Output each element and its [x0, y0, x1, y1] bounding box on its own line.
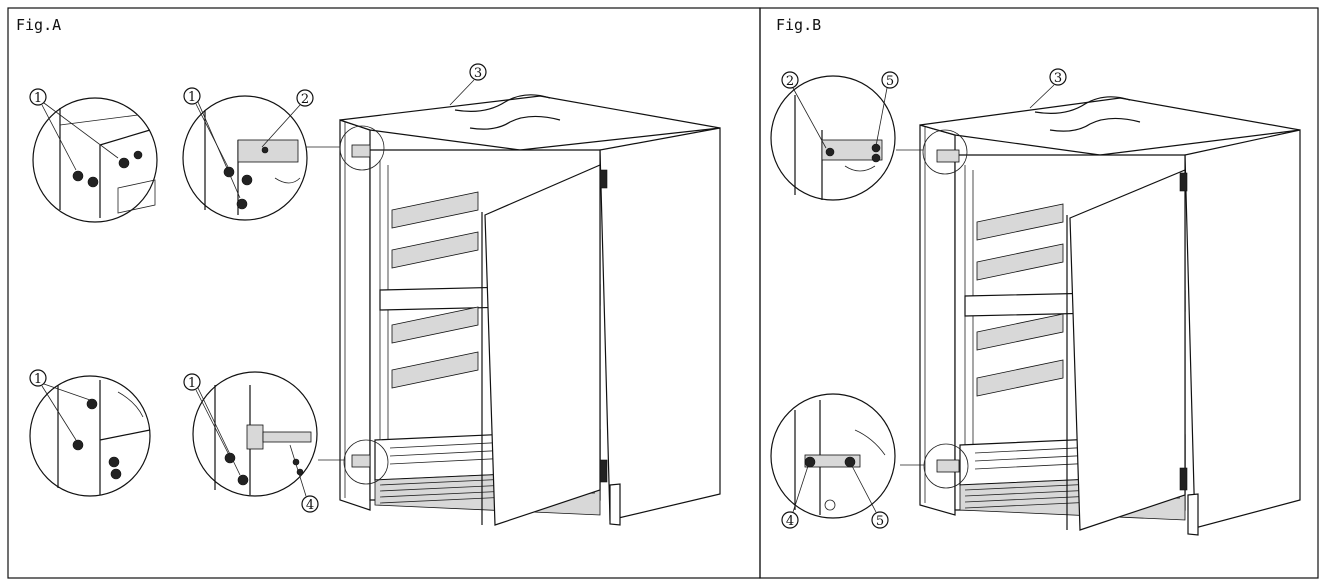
callout-a-1-bot-mid: 1 [188, 376, 196, 391]
callout-a-1-top-left: 1 [34, 91, 42, 106]
fig-a-callouts: 1 1 2 3 1 1 4 [29, 63, 487, 513]
callout-a-1-bot-left: 1 [34, 372, 42, 387]
callout-b-5-bot: 5 [876, 514, 884, 529]
panel-b-frame [759, 7, 1319, 579]
fig-b-detail-top [770, 75, 896, 201]
callout-a-2: 2 [301, 92, 309, 107]
callout-b-4: 4 [786, 514, 794, 529]
callout-a-3: 3 [474, 66, 482, 81]
callout-b-2: 2 [786, 74, 794, 89]
panel-a-label: Fig.A [16, 16, 61, 34]
panel-b-label: Fig.B [776, 16, 821, 34]
fig-a-detail-top-left [32, 97, 158, 223]
fig-b-cabinet [896, 96, 1301, 536]
callout-b-5-top: 5 [886, 74, 894, 89]
fig-a-cabinet [303, 94, 721, 526]
fig-a-detail-bot-left [29, 375, 151, 497]
fig-b-detail-bot [770, 393, 896, 519]
callout-b-3: 3 [1054, 71, 1062, 86]
fig-a-detail-bot-mid [192, 371, 318, 497]
fig-a-detail-top-mid [182, 95, 308, 221]
callout-a-4: 4 [306, 498, 314, 513]
fig-b-callouts: 2 5 3 4 5 [781, 68, 1067, 529]
callout-a-1-top-mid: 1 [188, 90, 196, 105]
